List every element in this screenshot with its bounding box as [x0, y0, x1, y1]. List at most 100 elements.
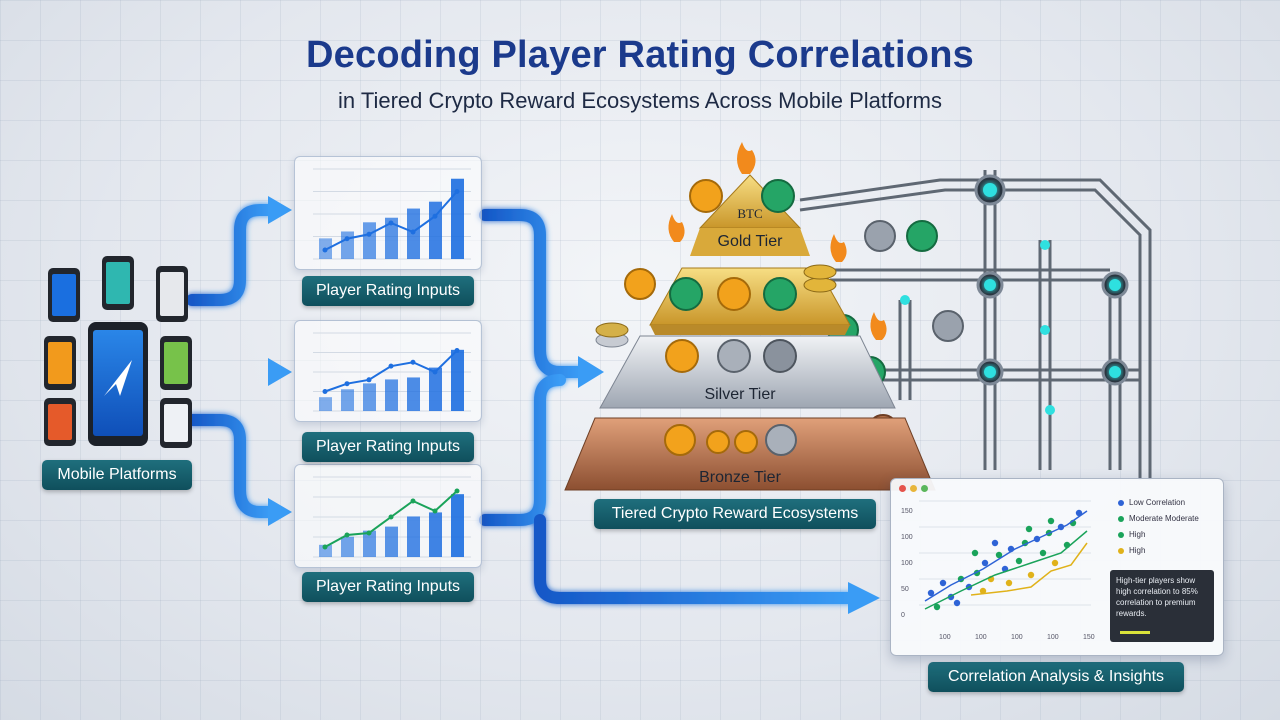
trend-point — [388, 220, 394, 226]
gold-tier-label: Gold Tier — [717, 233, 783, 250]
y-tick-label: 100 — [901, 534, 913, 541]
y-tick-label: 150 — [901, 508, 913, 515]
trend-point — [322, 247, 328, 253]
scatter-point — [933, 603, 941, 611]
trend-point — [454, 488, 460, 494]
chart-bar — [363, 383, 376, 411]
scatter-chart: 150 100 100 50 0 100 100 100 100 150 — [901, 500, 1095, 641]
trend-point — [366, 377, 372, 383]
bronze-tier-label: Bronze Tier — [699, 469, 781, 486]
flame-icons — [668, 142, 887, 340]
chart-bar — [319, 544, 332, 557]
flow-arrows — [186, 204, 856, 604]
scatter-point — [939, 579, 947, 587]
trend-point — [432, 369, 438, 375]
trend-point — [344, 381, 350, 387]
x-tick-label: 100 — [939, 634, 951, 641]
input-chart-panel-1 — [294, 156, 482, 270]
chart-bar — [429, 367, 442, 411]
chart-bar — [407, 516, 420, 557]
chart-bar — [451, 494, 464, 557]
trend-point — [366, 530, 372, 536]
mobile-platforms-label: Mobile Platforms — [42, 460, 192, 490]
chart-bar — [363, 530, 376, 557]
insight-text: High-tier players show high correlation … — [1116, 576, 1198, 618]
input-chart-1 — [313, 168, 471, 260]
input-chart-3 — [313, 476, 471, 558]
scatter-point — [1015, 557, 1023, 565]
chart-bar — [385, 379, 398, 411]
player-rating-inputs-label-3: Player Rating Inputs — [302, 572, 474, 602]
insight-box: High-tier players show high correlation … — [1110, 570, 1214, 642]
trend-point — [322, 544, 328, 550]
scatter-legend: Low Correlation Moderate Moderate High H… — [1118, 498, 1199, 562]
trend-point — [366, 231, 372, 237]
insight-progress-bar — [1120, 631, 1150, 634]
input-chart-panel-3 — [294, 464, 482, 568]
window-controls — [899, 485, 928, 492]
scatter-point — [995, 551, 1003, 559]
scatter-point — [1005, 579, 1013, 587]
chart-bar — [385, 526, 398, 557]
network-coins — [827, 220, 964, 446]
x-tick-label: 100 — [1011, 634, 1023, 641]
trend-line-yellow — [970, 542, 1088, 596]
legend-item: Low Correlation — [1118, 498, 1199, 507]
scatter-point — [979, 587, 987, 595]
chart-bar — [341, 536, 354, 557]
legend-item: Moderate Moderate — [1118, 514, 1199, 523]
chart-bar — [341, 389, 354, 411]
chart-bar — [363, 222, 376, 259]
chart-bar — [385, 217, 398, 259]
chart-bar — [429, 201, 442, 259]
chart-bar — [451, 178, 464, 259]
player-rating-inputs-label-1: Player Rating Inputs — [302, 276, 474, 306]
trend-point — [454, 189, 460, 194]
correlation-analysis-label: Correlation Analysis & Insights — [928, 662, 1184, 692]
chart-bar — [451, 349, 464, 411]
phone-group — [44, 256, 192, 448]
chart-bar — [407, 377, 420, 411]
trend-point — [410, 229, 416, 235]
trend-point — [454, 348, 460, 354]
scatter-point — [971, 549, 979, 557]
scatter-point — [991, 539, 999, 547]
input-chart-panel-2 — [294, 320, 482, 422]
trend-line-green — [924, 530, 1088, 610]
pyramid-coins — [595, 179, 837, 456]
y-tick-label: 0 — [901, 612, 905, 619]
legend-item: High — [1118, 530, 1199, 539]
circuit-nodes — [900, 174, 1129, 415]
y-tick-label: 100 — [901, 560, 913, 567]
x-tick-label: 100 — [1047, 634, 1059, 641]
arrow-heads — [268, 196, 880, 614]
scatter-point — [981, 559, 989, 567]
page-title: Decoding Player Rating Correlations — [306, 34, 974, 76]
trend-point — [322, 389, 328, 394]
scatter-point — [927, 589, 935, 597]
trend-point — [388, 363, 394, 369]
scatter-point — [1025, 525, 1033, 533]
x-tick-label: 100 — [975, 634, 987, 641]
scatter-point — [1051, 559, 1059, 567]
chart-bar — [429, 512, 442, 557]
chart-bar — [341, 231, 354, 259]
trend-point — [410, 359, 416, 365]
trend-line-blue — [924, 510, 1088, 602]
trend-point — [432, 213, 438, 219]
scatter-point — [1039, 549, 1047, 557]
scatter-point — [1027, 571, 1035, 579]
input-chart-2 — [313, 332, 471, 412]
x-tick-label: 150 — [1083, 634, 1095, 641]
trend-point — [410, 498, 416, 504]
legend-item: High — [1118, 546, 1199, 555]
y-tick-label: 50 — [901, 586, 909, 593]
trend-point — [432, 508, 438, 514]
player-rating-inputs-label-2: Player Rating Inputs — [302, 432, 474, 462]
tiered-ecosystems-label: Tiered Crypto Reward Ecosystems — [594, 499, 876, 529]
silver-tier-label: Silver Tier — [704, 386, 776, 403]
chart-bar — [319, 397, 332, 411]
trend-point — [344, 236, 350, 242]
scatter-point — [1047, 517, 1055, 525]
